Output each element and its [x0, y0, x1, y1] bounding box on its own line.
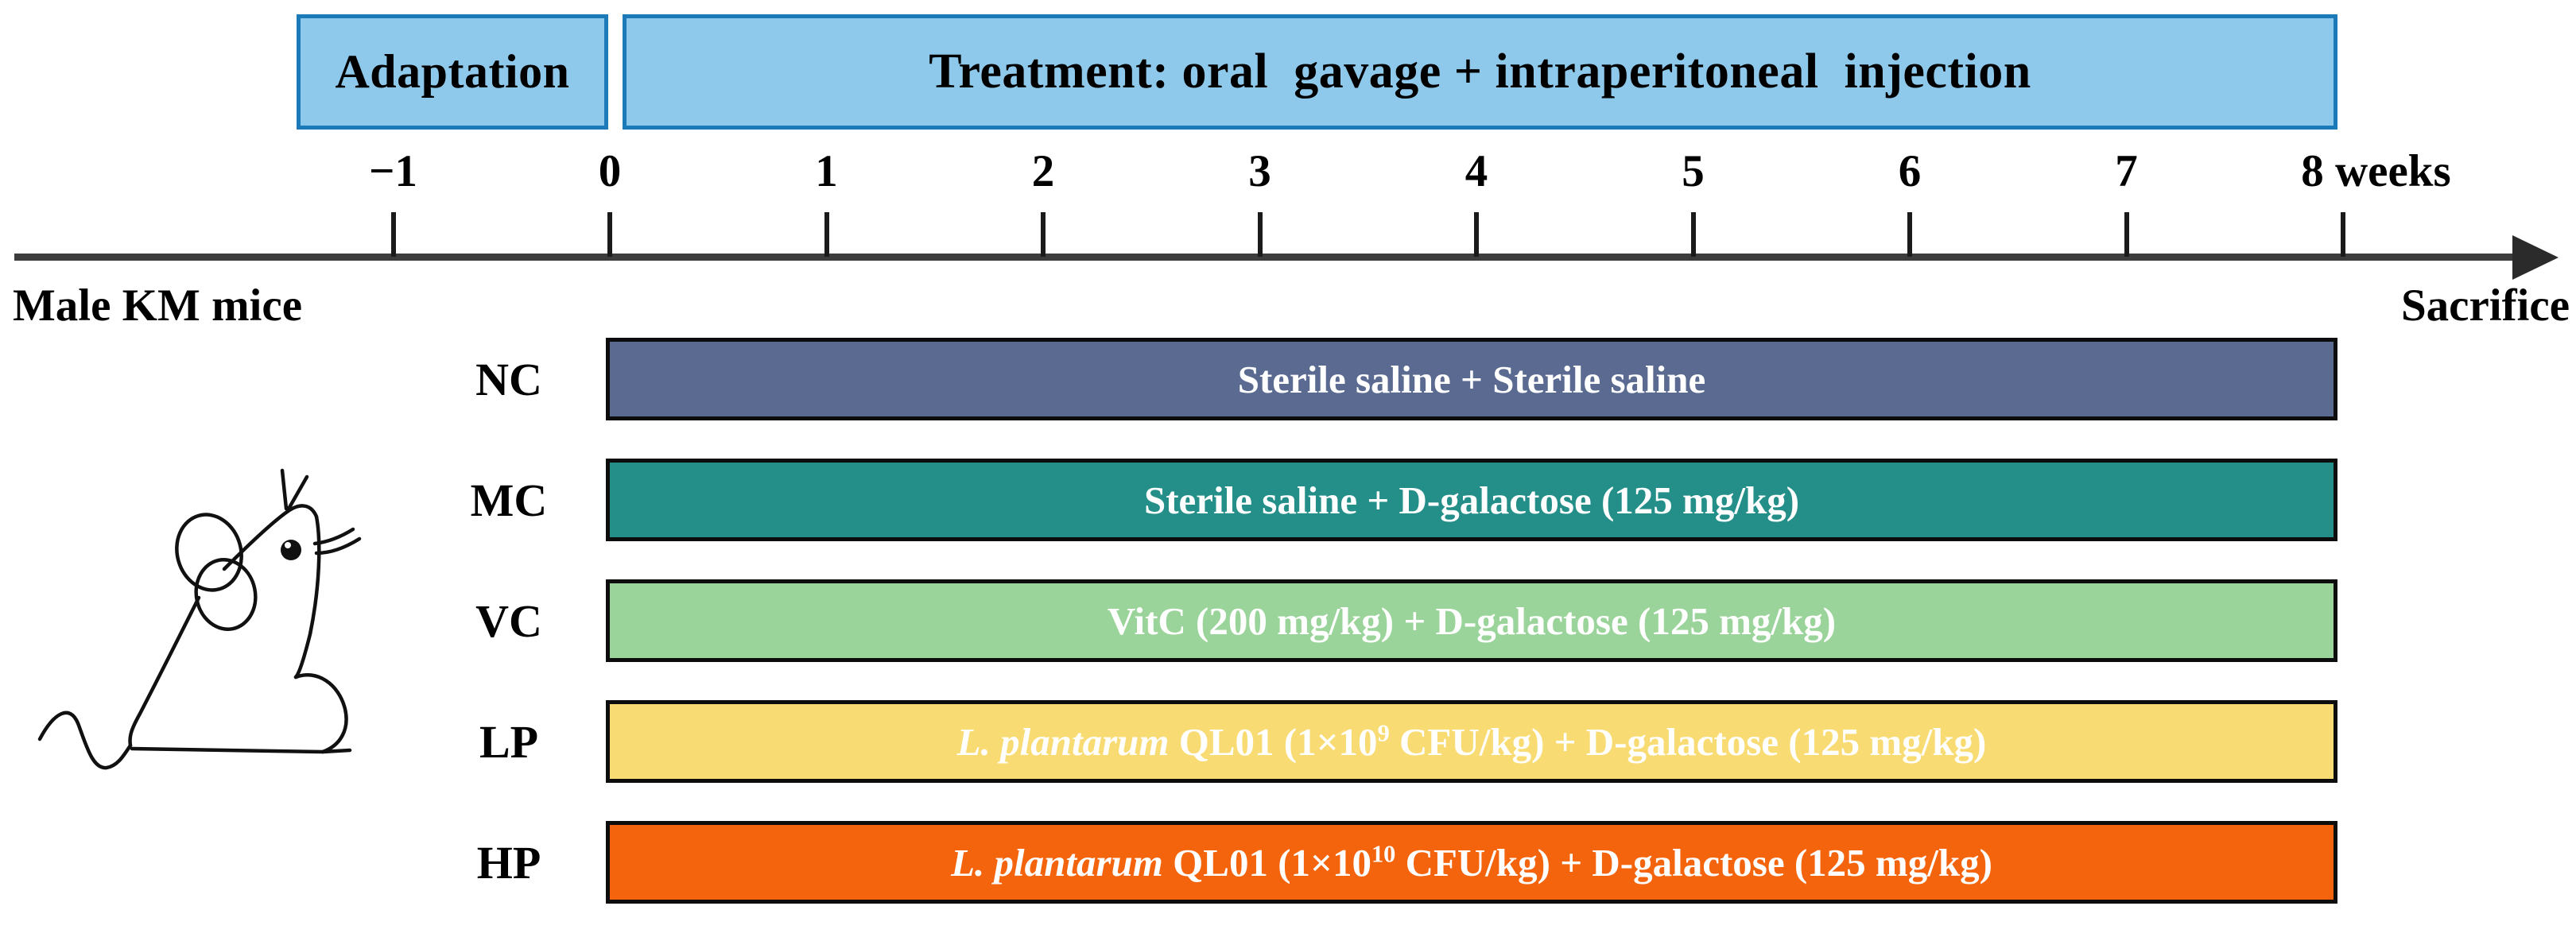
timeline-tick	[390, 212, 396, 257]
timeline-axis	[14, 254, 2527, 261]
group-row: VC VitC (200 mg/kg) + D-galactose (125 m…	[0, 579, 2576, 662]
timeline-tick-label: 6	[1898, 146, 1922, 196]
timeline-tick-label: 0	[598, 146, 622, 196]
group-row: MC Sterile saline + D-galactose (125 mg/…	[0, 459, 2576, 541]
timeline-tick-label: −1	[369, 146, 417, 196]
group-row: LP L. plantarum QL01 (1×109 CFU/kg) + D-…	[0, 700, 2576, 783]
timeline-tick-label: 5	[1682, 146, 1705, 196]
timeline-tick-label: 3	[1248, 146, 1271, 196]
phase-box-adaptation: Adaptation	[297, 14, 608, 130]
timeline-tick	[607, 212, 612, 257]
timeline-tick	[1907, 212, 1912, 257]
group-treatment-vc: VitC (200 mg/kg) + D-galactose (125 mg/k…	[1107, 598, 1837, 643]
group-bar-nc: Sterile saline + Sterile saline	[606, 338, 2337, 420]
group-row: HP L. plantarum QL01 (1×1010 CFU/kg) + D…	[0, 821, 2576, 904]
timeline-tick-label: 2	[1031, 146, 1055, 196]
group-treatment-hp: L. plantarum QL01 (1×1010 CFU/kg) + D-ga…	[951, 840, 1992, 885]
timeline-tick-label: 1	[815, 146, 838, 196]
timeline-tick	[1041, 212, 1046, 257]
group-code-hp: HP	[476, 836, 541, 889]
timeline-start-label: Male KM mice	[13, 281, 302, 331]
timeline-tick	[824, 212, 829, 257]
timeline-tick-label: 7	[2115, 146, 2138, 196]
group-treatment-mc: Sterile saline + D-galactose (125 mg/kg)	[1143, 478, 1800, 522]
timeline-tick	[1257, 212, 1263, 257]
group-code-mc: MC	[470, 474, 548, 526]
timeline-tick-label: 8 weeks	[2301, 146, 2451, 196]
group-row: NC Sterile saline + Sterile saline	[0, 338, 2576, 420]
timeline-tick	[1690, 212, 1696, 257]
phase-box-treatment: Treatment: oral gavage + intraperitoneal…	[623, 14, 2337, 130]
phase-label-adaptation: Adaptation	[335, 45, 570, 98]
group-bar-lp: L. plantarum QL01 (1×109 CFU/kg) + D-gal…	[606, 700, 2337, 783]
timeline-arrow-icon	[2512, 235, 2559, 280]
phase-label-treatment: Treatment: oral gavage + intraperitoneal…	[929, 45, 2031, 99]
timeline-tick	[2341, 212, 2345, 257]
group-bar-mc: Sterile saline + D-galactose (125 mg/kg)	[606, 459, 2337, 541]
group-code-vc: VC	[475, 594, 542, 647]
group-treatment-nc: Sterile saline + Sterile saline	[1237, 357, 1706, 401]
timeline-end-label: Sacrifice	[2400, 281, 2570, 331]
group-treatment-lp: L. plantarum QL01 (1×109 CFU/kg) + D-gal…	[956, 719, 1987, 764]
group-bar-vc: VitC (200 mg/kg) + D-galactose (125 mg/k…	[606, 579, 2337, 662]
mouse-line-drawing-icon	[24, 421, 374, 803]
timeline-tick	[1474, 212, 1479, 257]
group-code-nc: NC	[475, 353, 542, 405]
group-code-lp: LP	[479, 715, 539, 768]
group-bar-hp: L. plantarum QL01 (1×1010 CFU/kg) + D-ga…	[606, 821, 2337, 904]
timeline-tick	[2124, 212, 2129, 257]
timeline-tick-label: 4	[1465, 146, 1488, 196]
